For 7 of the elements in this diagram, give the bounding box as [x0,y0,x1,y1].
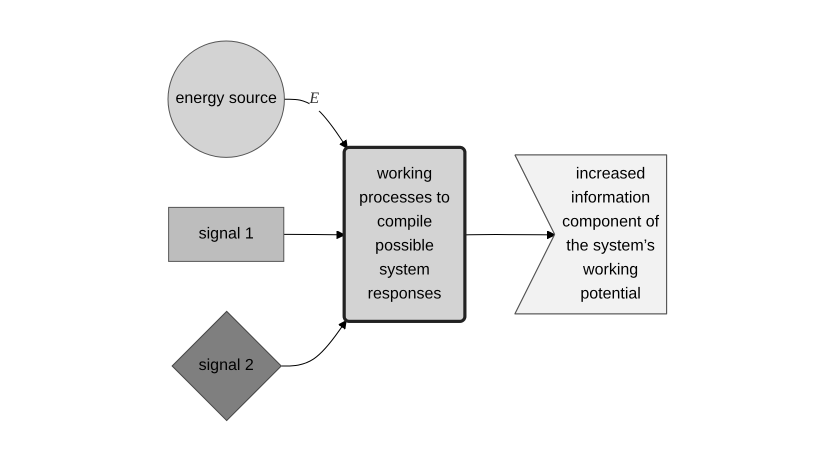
node-circle: energy source [167,40,285,158]
arrow [284,98,348,149]
arrow [280,320,346,366]
edge-label: E [309,90,319,107]
arrow [464,230,556,239]
node-box: signal 1 [168,206,284,262]
node-diamond: signal 2 [171,310,282,421]
